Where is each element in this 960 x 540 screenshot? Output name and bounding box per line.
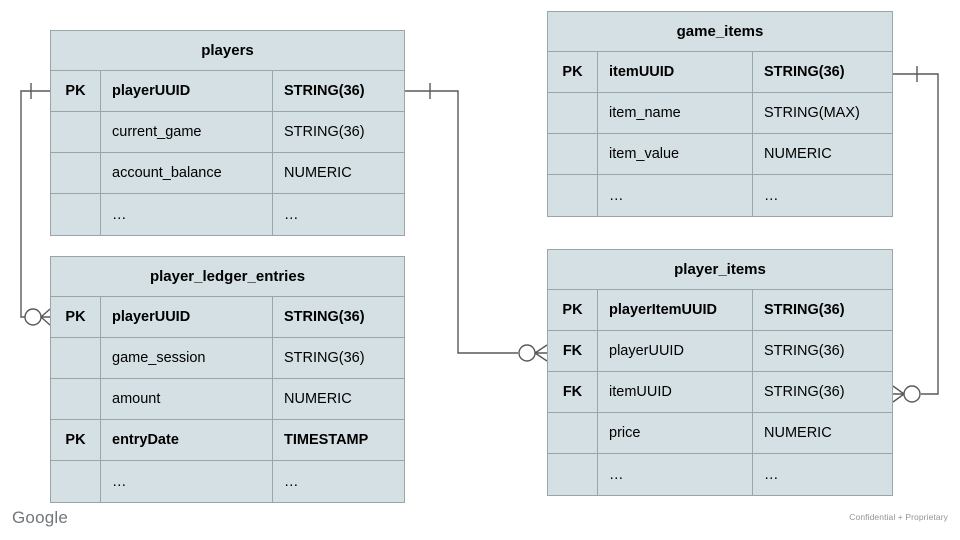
relationship-game-items-to-player-items	[892, 66, 939, 403]
relationship-players-to-player-ledger-entries	[20, 83, 51, 326]
field-name: playerUUID	[598, 331, 753, 371]
confidentiality-notice: Confidential + Proprietary	[849, 512, 948, 522]
field-type: STRING(36)	[764, 384, 845, 400]
field-key-badge	[548, 93, 598, 133]
entity-title: game_items	[548, 12, 892, 52]
field-key-badge	[51, 153, 101, 193]
entity-title: player_items	[548, 250, 892, 290]
field-type: TIMESTAMP	[284, 432, 369, 448]
field-key-badge: PK	[548, 52, 598, 92]
zero-cardinality-circle	[518, 344, 536, 362]
field-type: STRING(36)	[764, 64, 845, 80]
field-key-badge: PK	[51, 297, 101, 337]
field-name: price	[598, 413, 753, 453]
field-name: playerItemUUID	[598, 290, 753, 330]
field-key-badge: FK	[548, 372, 598, 412]
entity-field-row[interactable]: account_balance NUMERIC	[51, 153, 404, 194]
entity-field-row[interactable]: ……	[548, 454, 892, 495]
crow-foot-marker	[534, 344, 548, 362]
field-key-badge	[548, 175, 598, 216]
field-name: …	[598, 454, 753, 495]
field-key-badge: PK	[51, 420, 101, 460]
connector-path	[405, 90, 518, 354]
field-type: STRING(36)	[764, 343, 845, 359]
connector-path	[893, 73, 939, 395]
entity-field-row[interactable]: amount NUMERIC	[51, 379, 404, 420]
field-name: item_name	[598, 93, 753, 133]
field-type: …	[764, 187, 780, 204]
entity-field-row[interactable]: ……	[51, 194, 404, 235]
field-name: …	[101, 461, 273, 502]
field-key-badge	[51, 379, 101, 419]
field-key-badge	[51, 338, 101, 378]
entity-field-row[interactable]: item_value NUMERIC	[548, 134, 892, 175]
zero-cardinality-circle	[903, 385, 921, 403]
entity-field-row[interactable]: current_game STRING(36)	[51, 112, 404, 153]
field-type: NUMERIC	[284, 391, 352, 407]
field-type: NUMERIC	[284, 165, 352, 181]
crow-foot-marker	[40, 308, 51, 326]
field-type: STRING(36)	[284, 309, 365, 325]
field-type: …	[764, 466, 780, 483]
entity-field-row[interactable]: ……	[51, 461, 404, 502]
entity-field-row[interactable]: price NUMERIC	[548, 413, 892, 454]
field-name: playerUUID	[101, 297, 273, 337]
field-type: STRING(36)	[284, 83, 365, 99]
field-name: itemUUID	[598, 52, 753, 92]
field-name: …	[101, 194, 273, 235]
entity-title: players	[51, 31, 404, 71]
field-key-badge: PK	[548, 290, 598, 330]
entity-title: player_ledger_entries	[51, 257, 404, 297]
crow-foot-marker	[892, 385, 905, 403]
field-type: …	[284, 206, 300, 223]
field-name: …	[598, 175, 753, 216]
field-name: itemUUID	[598, 372, 753, 412]
entity-field-row[interactable]: ……	[548, 175, 892, 216]
field-name: item_value	[598, 134, 753, 174]
field-key-badge: FK	[548, 331, 598, 371]
google-logo: Google	[12, 508, 69, 527]
field-key-badge: PK	[51, 71, 101, 111]
field-key-badge	[548, 454, 598, 495]
entity-field-row[interactable]: game_session STRING(36)	[51, 338, 404, 379]
field-name: current_game	[101, 112, 273, 152]
field-name: game_session	[101, 338, 273, 378]
relationship-players-to-player-items	[405, 83, 548, 362]
connector-path	[20, 90, 50, 318]
field-type: STRING(36)	[284, 124, 365, 140]
field-type: STRING(36)	[764, 302, 845, 318]
entity-field-row[interactable]: item_name STRING(MAX)	[548, 93, 892, 134]
field-key-badge	[548, 413, 598, 453]
zero-cardinality-circle	[24, 308, 42, 326]
field-name: entryDate	[101, 420, 273, 460]
field-type: NUMERIC	[764, 146, 832, 162]
field-key-badge	[548, 134, 598, 174]
field-key-badge	[51, 194, 101, 235]
field-type: STRING(36)	[284, 350, 365, 366]
field-type: …	[284, 473, 300, 490]
field-name: account_balance	[101, 153, 273, 193]
field-key-badge	[51, 461, 101, 502]
field-name: amount	[101, 379, 273, 419]
field-name: playerUUID	[101, 71, 273, 111]
field-type: STRING(MAX)	[764, 105, 860, 121]
field-type: NUMERIC	[764, 425, 832, 441]
field-key-badge	[51, 112, 101, 152]
